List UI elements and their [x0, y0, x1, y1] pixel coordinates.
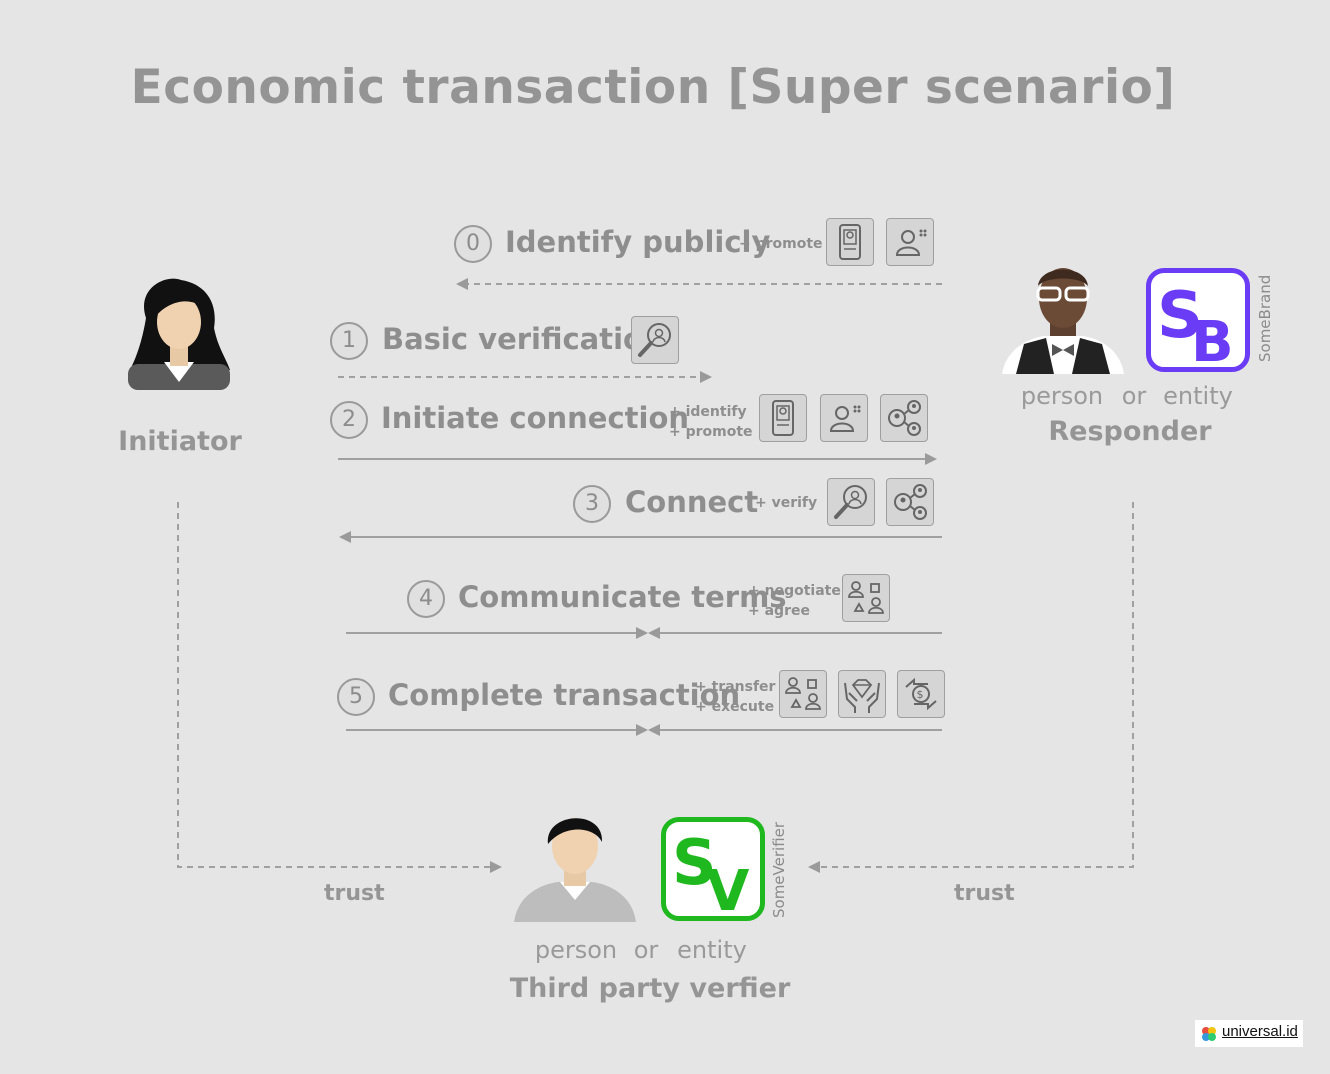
step-1-title: Basic verification: [382, 322, 664, 356]
verifier-title: Third party verfier: [509, 973, 791, 1004]
hands-diamond-icon: [838, 670, 886, 718]
sb-logo-mark: S B: [1157, 279, 1234, 375]
trust-label-left: trust: [324, 881, 385, 906]
sv-logo-mark: S V: [672, 826, 750, 924]
step-2-note-1: + identify: [669, 404, 747, 420]
page-title: Economic transaction [Super scenario]: [130, 60, 1176, 115]
step-2-note-2: + promote: [669, 424, 753, 440]
person-id-icon: [820, 394, 868, 442]
responder-person-avatar: [1002, 268, 1124, 374]
svg-text:S: S: [672, 826, 717, 899]
magnifier-person-icon: [827, 478, 875, 526]
step-4-note-2: + agree: [748, 603, 810, 619]
step-0-number: 0: [454, 225, 492, 263]
step-0-title: Identify publicly: [505, 225, 771, 259]
step-2-title: Initiate connection: [381, 401, 690, 435]
person-id-icon: [886, 218, 934, 266]
verifier-person-avatar: [514, 818, 636, 922]
verifier-entity-label: entity: [677, 936, 747, 964]
step-5-number: 5: [337, 678, 375, 716]
responder-title: Responder: [1048, 416, 1212, 447]
initiator-woman-avatar: [128, 278, 230, 390]
svg-text:B: B: [1191, 310, 1234, 367]
step-4-title: Communicate terms: [458, 580, 787, 614]
verifier-or-label: or: [633, 936, 659, 964]
step-2-number: 2: [330, 401, 368, 439]
phone-id-icon: [826, 218, 874, 266]
svg-text:V: V: [706, 859, 750, 916]
magnifier-person-icon: [631, 316, 679, 364]
responder-person-label: person: [1020, 382, 1104, 410]
someverifier-logo: S V: [661, 817, 765, 924]
step-5-title: Complete transaction: [388, 678, 741, 712]
svg-text:S: S: [1157, 279, 1203, 353]
step-0-note: + promote: [739, 236, 823, 252]
step-5-note-1: + transfer: [695, 679, 776, 695]
step-5-note-2: + execute: [695, 699, 775, 715]
universal-id-logo-icon: [1202, 1027, 1216, 1041]
svg-text:$: $: [917, 688, 924, 701]
trust-line-left: [177, 502, 502, 873]
step-4-number: 4: [407, 580, 445, 618]
someverifier-wordmark: SomeVerifier: [770, 821, 788, 918]
network-icon: [880, 394, 928, 442]
step-3-title: Connect: [625, 485, 759, 519]
responder-entity-label: entity: [1163, 382, 1233, 410]
trust-label-right: trust: [954, 881, 1015, 906]
step-3-note: + verify: [755, 495, 818, 511]
somebrand-wordmark: SomeBrand: [1256, 274, 1274, 362]
step-1-number: 1: [330, 322, 368, 360]
step-3-number: 3: [573, 485, 611, 523]
network-icon: [886, 478, 934, 526]
terms-icon: [779, 670, 827, 718]
terms-icon: [842, 574, 890, 622]
responder-or-label: or: [1121, 382, 1147, 410]
exchange-icon: $: [897, 670, 945, 718]
initiator-label: Initiator: [118, 426, 242, 457]
universal-id-link[interactable]: universal.id: [1222, 1023, 1298, 1040]
somebrand-logo: S B: [1146, 268, 1250, 375]
verifier-person-label: person: [534, 936, 618, 964]
phone-id-icon: [759, 394, 807, 442]
trust-line-right: [808, 502, 1134, 873]
step-4-note-1: + negotiate: [748, 583, 841, 599]
